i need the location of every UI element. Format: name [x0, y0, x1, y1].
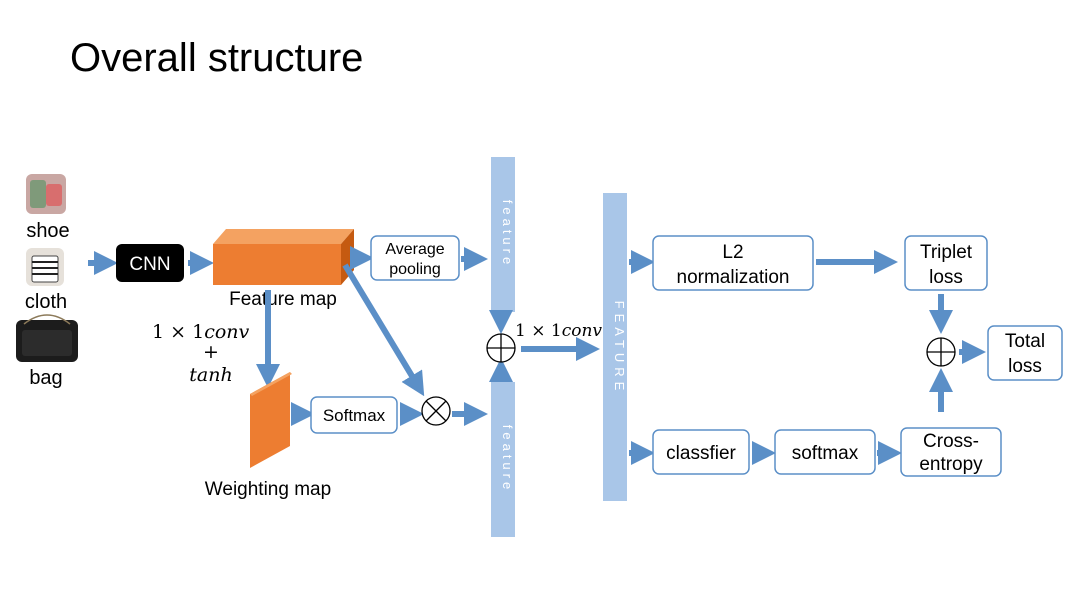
- cross-entropy-label-1: Cross-: [923, 431, 979, 452]
- cross-entropy-label-2: entropy: [919, 454, 983, 475]
- input-label-bag: bag: [29, 367, 62, 389]
- weighting-map-shape: [250, 372, 292, 468]
- weighting-map-label: Weighting map: [205, 479, 331, 500]
- feature-bar-bottom-label: feature: [500, 425, 515, 493]
- fusion-conv-label: 1 × 1conv: [515, 321, 602, 341]
- feature-map-cuboid: [213, 229, 354, 285]
- conv-tanh-label-tanh: tanh: [189, 364, 232, 386]
- feature-bar-bottom: [491, 382, 515, 537]
- average-pooling-label-2: pooling: [389, 261, 441, 278]
- cross-entropy-box: [900, 427, 1002, 477]
- feature-bar-main: [603, 193, 627, 501]
- feature-bar-top: [491, 157, 515, 312]
- triplet-loss-label-2: loss: [929, 267, 963, 288]
- triplet-loss-label-1: Triplet: [920, 242, 973, 263]
- l2-normalization-label-2: normalization: [677, 267, 790, 288]
- total-loss-label-1: Total: [1005, 331, 1045, 352]
- average-pooling-label-1: Average: [385, 241, 444, 258]
- cnn-box: [116, 244, 184, 282]
- classifier-box: [652, 429, 750, 475]
- add-symbol-fusion: [486, 333, 516, 363]
- total-loss-box: [987, 325, 1063, 381]
- l2-normalization-box: [652, 235, 814, 291]
- feature-map-label: Feature map: [229, 289, 337, 310]
- softmax-attention-label: Softmax: [323, 406, 386, 425]
- cloth-thumbnail: [26, 248, 64, 286]
- total-loss-label-2: loss: [1008, 356, 1042, 377]
- feature-bar-top-label: feature: [500, 200, 515, 268]
- add-symbol-loss: [926, 337, 956, 367]
- classifier-label: classfier: [666, 443, 736, 464]
- input-label-shoe: shoe: [26, 220, 69, 242]
- conv-tanh-plus: +: [203, 341, 219, 363]
- triplet-loss-box: [904, 235, 988, 291]
- softmax-classification-box: [774, 429, 876, 475]
- feature-bar-main-label: FEATURE: [612, 301, 627, 396]
- cnn-label: CNN: [129, 254, 170, 275]
- average-pooling-box: [370, 235, 460, 281]
- softmax-classification-label: softmax: [792, 443, 859, 464]
- l2-normalization-label-1: L2: [722, 242, 743, 263]
- softmax-attention-box: [310, 396, 398, 434]
- multiply-symbol: [421, 396, 451, 426]
- bag-thumbnail: [16, 314, 78, 362]
- input-label-cloth: cloth: [25, 291, 67, 313]
- arrow-featuremap-multiply: [342, 263, 425, 397]
- shoe-thumbnail: [26, 174, 66, 214]
- slide-title: Overall structure: [70, 36, 364, 80]
- conv-tanh-label-line1: 1 × 1conv: [152, 321, 250, 343]
